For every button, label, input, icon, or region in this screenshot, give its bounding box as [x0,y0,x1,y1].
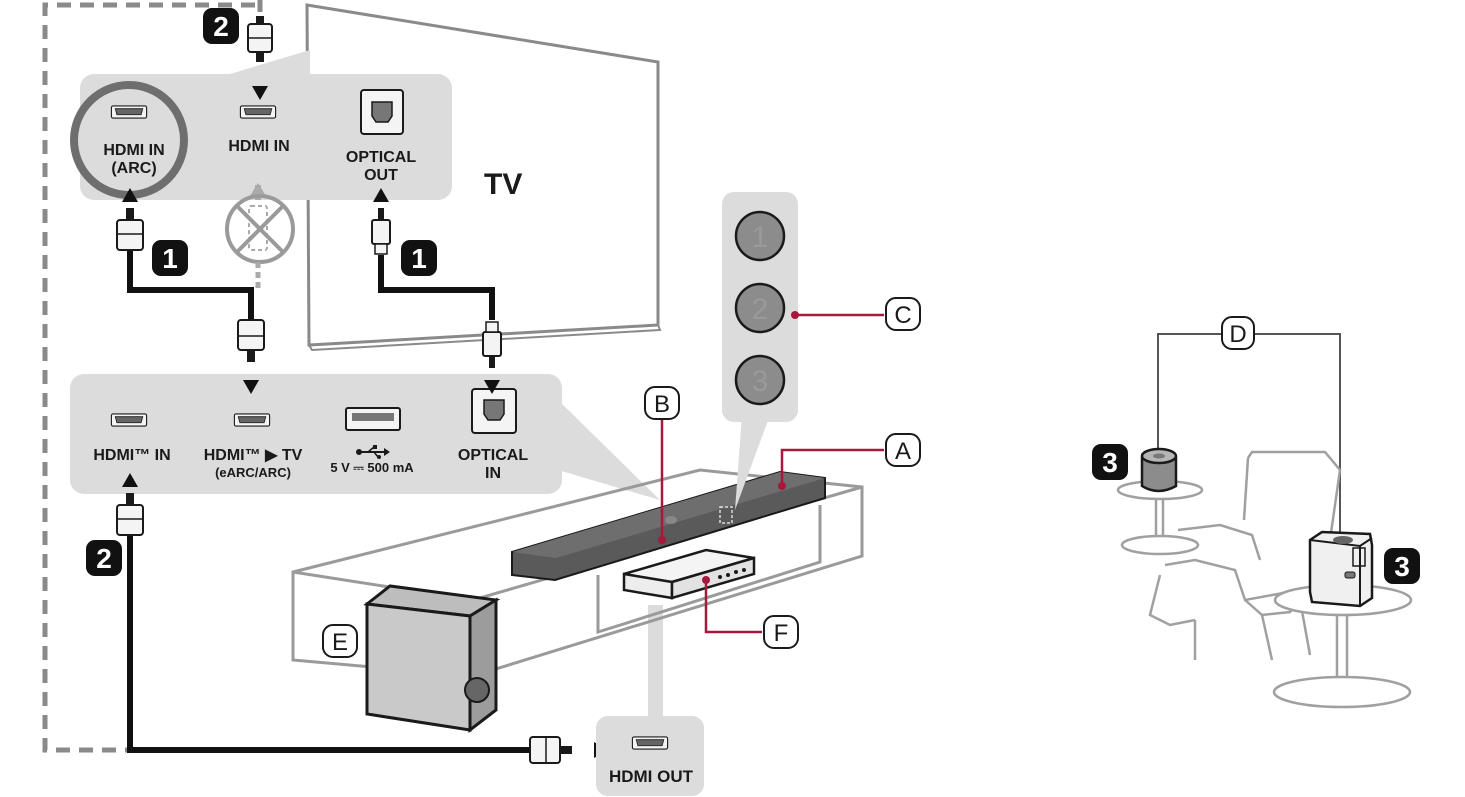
svg-text:F: F [774,620,789,647]
rear-speaker-right [1308,530,1374,608]
button-2: 2 [734,282,786,334]
armchair [1148,450,1342,661]
svg-text:E: E [332,629,348,656]
button-detail-panel: 1 2 3 [722,192,798,510]
forbidden-connection-icon [225,183,295,290]
device-port-panel: HDMI OUT [596,605,704,796]
svg-text:1: 1 [411,243,427,274]
soundbar-hdmi-tv-sublabel: (eARC/ARC) [215,465,291,480]
rear-speaker-leader [1157,333,1341,545]
hdmi-tv-input-cable [247,16,273,100]
hdmi-input-cable [116,473,608,764]
tv-hdmi-in-arc-label: HDMI IN [103,142,164,159]
usb-spec-label: 5 V ⎓ 500 mA [330,460,414,475]
side-table-left [1116,479,1204,556]
usb-icon [356,445,390,459]
step-badge-3-right: 3 [1384,548,1420,584]
subwoofer [363,584,501,734]
tv-hdmi-in-arc-sublabel: (ARC) [111,160,156,177]
step-badge-1-right: 1 [401,240,437,276]
callout-anchors [658,311,799,584]
tv-optical-out-label: OPTICAL [346,149,416,166]
svg-text:2: 2 [96,543,112,574]
soundbar-optical-in-port [471,388,517,434]
callout-b: B [644,386,680,420]
optical-cable [371,188,502,394]
soundbar-hdmi-tv-port [233,413,271,427]
dashed-route [42,0,263,753]
svg-text:1: 1 [162,243,178,274]
step-badge-1-left: 1 [152,240,188,276]
rear-speaker-left [1140,447,1178,493]
svg-text:3: 3 [752,365,769,398]
soundbar-hdmi-tv-label: HDMI™ ▶ TV [204,447,303,464]
device-hdmi-out-label: HDMI OUT [609,767,694,786]
svg-text:3: 3 [1394,551,1410,582]
callout-e: E [322,624,358,658]
subwoofer-port [464,677,490,703]
device-hdmi-out-port [631,736,669,750]
callout-a: A [885,433,921,467]
tv-hdmi-in-arc-port [110,105,148,119]
tv-optical-out-port [360,89,404,135]
tv-hdmi-in-label: HDMI IN [228,138,289,155]
svg-text:C: C [894,302,911,329]
svg-text:A: A [895,438,911,465]
button-1: 1 [734,210,786,262]
step-badge-2-bottom: 2 [86,540,122,576]
tv-hdmi-in-port [239,105,277,119]
soundbar-port-panel: HDMI™ IN HDMI™ ▶ TV (eARC/ARC) 5 V ⎓ 500… [70,374,660,500]
callout-d: D [1221,316,1255,350]
button-3: 3 [734,354,786,406]
step-badge-3-left: 3 [1092,444,1128,480]
external-device [622,548,756,600]
svg-text:1: 1 [752,221,769,254]
callout-f: F [763,615,799,649]
svg-text:2: 2 [752,293,769,326]
svg-text:2: 2 [213,11,229,42]
soundbar-optical-in-sublabel: IN [485,465,501,482]
step-badge-2-top: 2 [203,8,239,44]
hdmi-arc-cable [116,188,265,394]
soundbar [511,470,826,582]
callout-c: C [885,297,921,331]
soundbar-hdmi-in-label: HDMI™ IN [93,447,170,464]
tv-label: TV [484,168,522,201]
soundbar-optical-in-label: OPTICAL [458,447,528,464]
callout-leaders [660,313,884,634]
usb-port [345,407,401,431]
soundbar-hdmi-in-port [110,413,148,427]
svg-text:D: D [1229,321,1246,348]
svg-text:B: B [654,391,670,418]
tv-optical-out-sublabel: OUT [364,167,398,184]
svg-text:3: 3 [1102,447,1118,478]
